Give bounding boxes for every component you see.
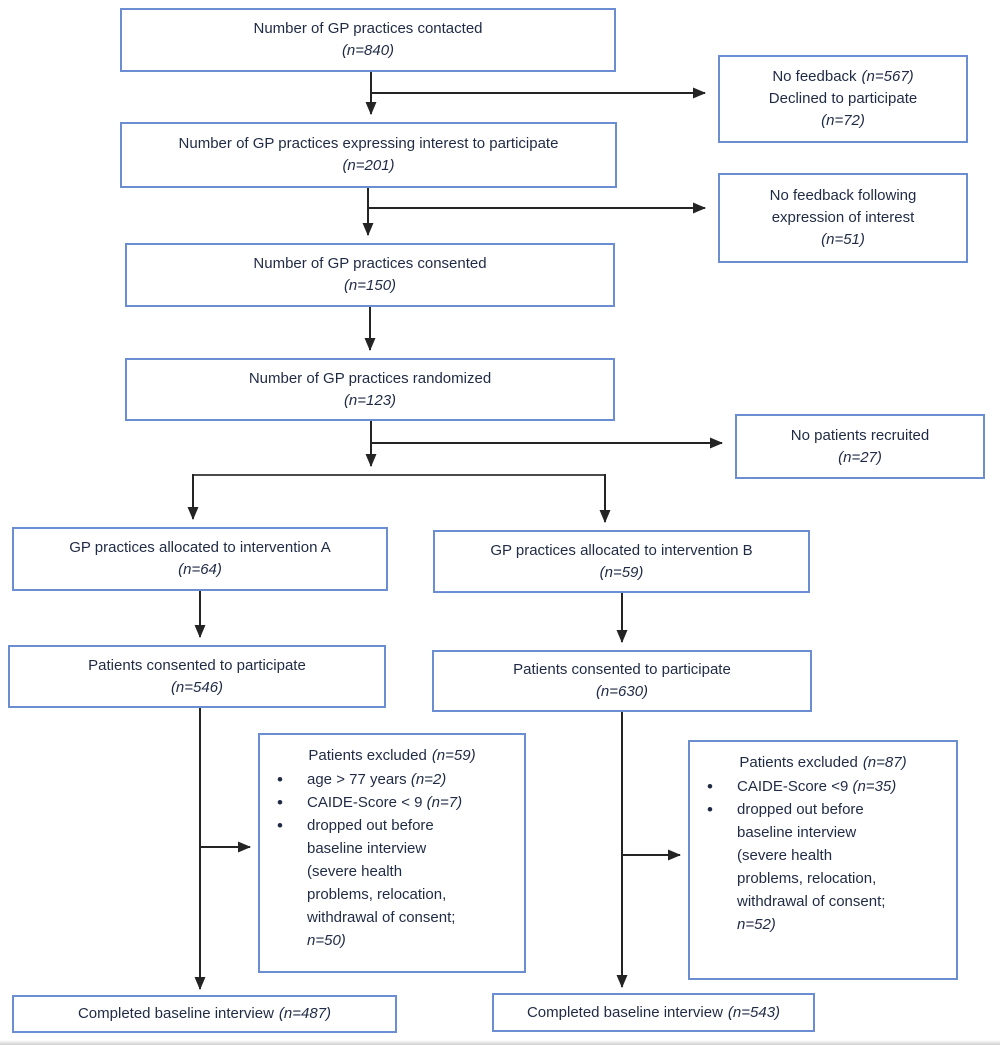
box-practices-contacted: Number of GP practices contacted (n=840) (120, 8, 616, 72)
box-label: Patients excluded (308, 747, 427, 764)
excluded-item: age > 77 years (n=2) (260, 768, 524, 791)
box-patients-excluded-b: Patients excluded(n=87) CAIDE-Score <9 (… (688, 740, 958, 980)
box-allocated-intervention-b: GP practices allocated to intervention B… (433, 530, 810, 593)
box-count: (n=123) (343, 391, 397, 409)
box-count: (n=87) (862, 754, 907, 771)
box-count: (n=840) (341, 42, 395, 59)
excluded-list: age > 77 years (n=2) CAIDE-Score < 9 (n=… (260, 768, 524, 952)
box-count: (n=72) (821, 112, 865, 129)
box-count: (n=543) (727, 1003, 781, 1021)
box-label: Number of GP practices expressing intere… (178, 135, 559, 152)
box-label: GP practices allocated to intervention B (490, 541, 753, 559)
box-label: No patients recruited (790, 426, 930, 444)
box-count: (n=567) (861, 68, 914, 85)
box-count: (n=27) (838, 448, 882, 466)
box-no-feedback-interest: No feedback following expression of inte… (718, 173, 968, 263)
item-text: dropped out before baseline interview (s… (307, 817, 456, 926)
box-no-feedback: No feedback(n=567) Declined to participa… (718, 55, 968, 143)
box-practices-randomized: Number of GP practices randomized (n=123… (125, 358, 615, 421)
box-count: (n=59) (431, 747, 476, 764)
excluded-item: dropped out before baseline interview (s… (690, 798, 956, 936)
box-label: Completed baseline interview (77, 1005, 274, 1022)
excluded-item: CAIDE-Score < 9 (n=7) (260, 791, 524, 814)
box-practices-interest: Number of GP practices expressing intere… (120, 122, 617, 188)
excluded-list: CAIDE-Score <9 (n=35) dropped out before… (690, 775, 956, 936)
box-label: No feedback following (769, 187, 917, 204)
box-practices-consented: Number of GP practices consented (n=150) (125, 243, 615, 307)
box-count: (n=546) (170, 678, 224, 696)
box-label: No feedback (772, 68, 857, 85)
box-completed-baseline-a: Completed baseline interview(n=487) (12, 995, 397, 1033)
box-label: Patients consented to participate (88, 656, 306, 674)
box-label: Number of GP practices contacted (253, 20, 483, 37)
excluded-title: Patients excluded(n=59) (260, 735, 524, 767)
item-count: (n=7) (426, 794, 463, 811)
item-text: dropped out before baseline interview (s… (737, 801, 886, 910)
box-label: expression of interest (771, 209, 915, 226)
item-count: n=52) (737, 916, 776, 933)
box-line: No feedback(n=567) (772, 66, 913, 88)
excluded-title: Patients excluded(n=87) (690, 742, 956, 774)
excluded-item: dropped out before baseline interview (s… (260, 814, 524, 952)
box-count: (n=51) (821, 231, 865, 248)
item-count: n=50) (307, 932, 346, 949)
item-count: (n=35) (852, 778, 897, 795)
item-text: CAIDE-Score < 9 (307, 794, 423, 811)
box-label: Patients excluded (739, 754, 858, 771)
box-count: (n=59) (599, 563, 644, 581)
box-no-patients-recruited: No patients recruited (n=27) (735, 414, 985, 479)
box-count: (n=630) (595, 683, 649, 700)
box-completed-baseline-b: Completed baseline interview(n=543) (492, 993, 815, 1032)
box-count: (n=64) (178, 561, 222, 578)
item-text: CAIDE-Score <9 (737, 778, 849, 795)
page-edge (0, 1040, 1000, 1045)
box-label: Number of GP practices randomized (248, 369, 492, 387)
box-allocated-intervention-a: GP practices allocated to intervention A… (12, 527, 388, 591)
box-label: Patients consented to participate (513, 661, 731, 678)
box-label: Declined to participate (768, 90, 918, 107)
box-count: (n=487) (278, 1005, 332, 1022)
box-label: Completed baseline interview (526, 1003, 723, 1021)
box-patients-excluded-a: Patients excluded(n=59) age > 77 years (… (258, 733, 526, 973)
box-count: (n=150) (343, 277, 397, 294)
item-text: age > 77 years (307, 771, 407, 788)
excluded-item: CAIDE-Score <9 (n=35) (690, 775, 956, 798)
item-count: (n=2) (410, 771, 447, 788)
box-label: Number of GP practices consented (253, 255, 487, 272)
box-patients-consented-b: Patients consented to participate (n=630… (432, 650, 812, 712)
box-count: (n=201) (342, 157, 395, 174)
box-label: GP practices allocated to intervention A (69, 539, 331, 556)
box-patients-consented-a: Patients consented to participate (n=546… (8, 645, 386, 708)
